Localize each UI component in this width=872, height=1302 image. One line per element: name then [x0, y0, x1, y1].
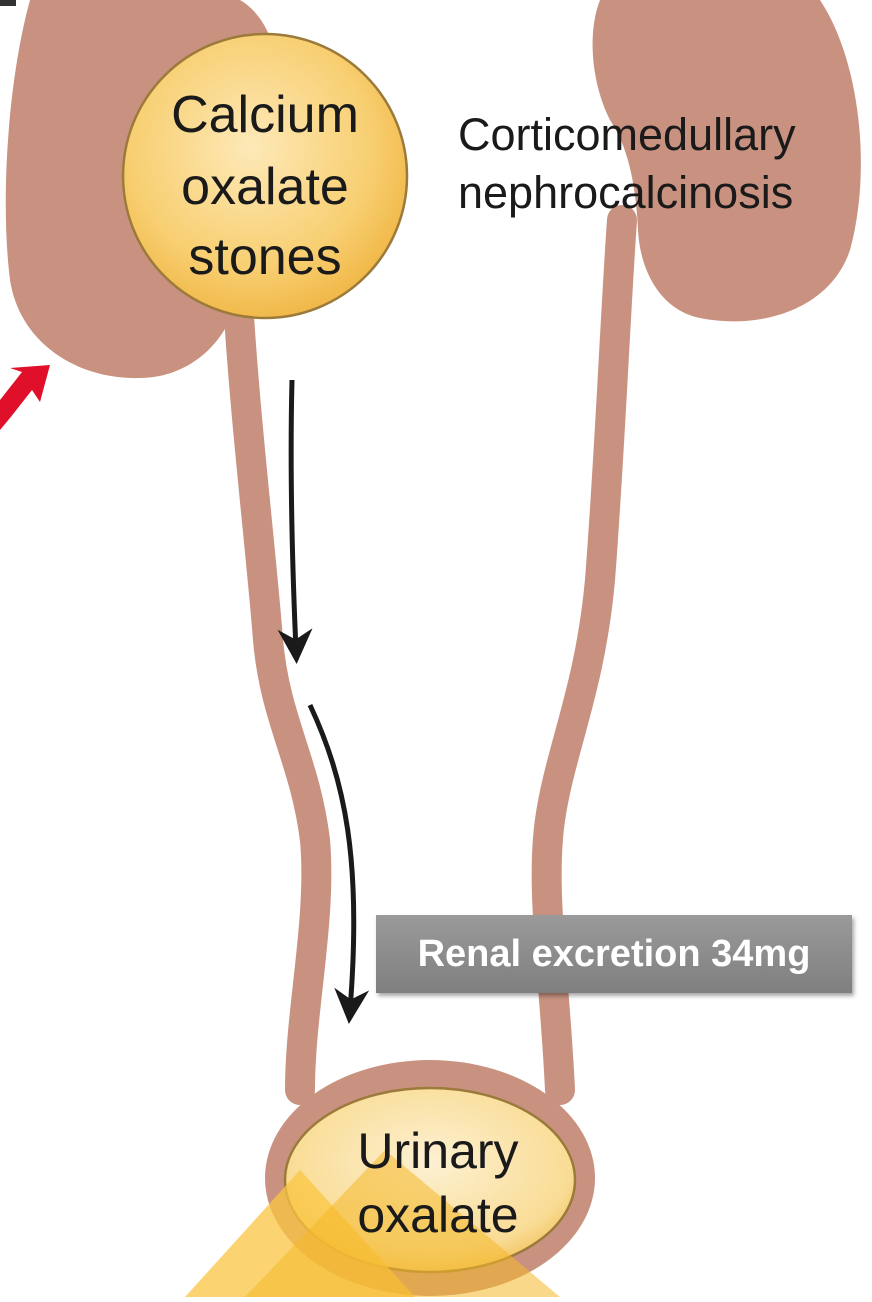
renal-excretion-label: Renal excretion 34mg: [376, 915, 852, 993]
stones-label-line-2: oxalate: [181, 158, 349, 216]
left-ureter: [238, 300, 316, 1090]
corner-mark: [0, 0, 16, 6]
urinary-oxalate-label-line-1: Urinary: [357, 1123, 518, 1179]
urinary-oxalate-label-line-2: oxalate: [357, 1187, 518, 1243]
flow-arrow-upper: [291, 380, 296, 650]
stones-label-line-3: stones: [188, 228, 341, 286]
stones-label-line-1: Calcium: [171, 86, 359, 144]
nephrocalcinosis-label-line-1: Corticomedullary: [458, 109, 796, 160]
red-arrow-icon: [0, 365, 50, 430]
nephrocalcinosis-label-line-2: nephrocalcinosis: [458, 167, 793, 218]
